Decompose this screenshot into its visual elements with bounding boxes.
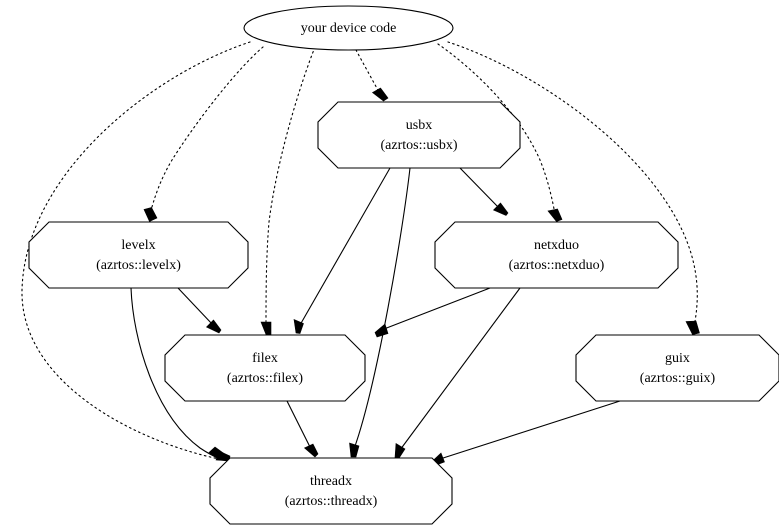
node-your-device-code[interactable]: your device code <box>243 5 454 51</box>
node-label-threadx-line1: threadx <box>310 474 352 489</box>
edge-device-to-levelx <box>143 46 264 222</box>
node-shape-octagon <box>209 457 453 525</box>
node-shape-octagon <box>575 334 779 402</box>
node-label-filex-line2: (azrtos::filex) <box>227 371 304 386</box>
edge-layer <box>21 41 700 466</box>
edge-netxduo-to-threadx <box>394 287 521 460</box>
edge-device-to-filex <box>260 46 316 335</box>
node-label-usbx-line1: usbx <box>406 118 432 133</box>
edge-device-to-usbx <box>355 49 389 102</box>
node-shape-ellipse <box>243 5 454 51</box>
node-netxduo[interactable]: netxduo (azrtos::netxduo) <box>434 221 679 289</box>
node-label-guix-line1: guix <box>665 351 690 366</box>
node-threadx[interactable]: threadx (azrtos::threadx) <box>209 457 453 525</box>
node-layer: your device code usbx (azrtos::usbx) lev… <box>28 5 779 525</box>
edge-filex-to-threadx <box>286 400 319 458</box>
node-label-netxduo-line2: (azrtos::netxduo) <box>509 258 605 273</box>
node-shape-octagon <box>164 334 366 402</box>
node-label-guix-line2: (azrtos::guix) <box>640 371 716 386</box>
node-label-device-line1: your device code <box>301 21 397 36</box>
edge-levelx-to-threadx <box>130 287 231 462</box>
edge-netxduo-to-filex <box>374 287 491 338</box>
edge-usbx-to-threadx <box>349 167 411 458</box>
node-label-netxduo-line1: netxduo <box>534 238 579 253</box>
node-filex[interactable]: filex (azrtos::filex) <box>164 334 366 402</box>
edge-device-to-netxduo <box>437 43 563 222</box>
edge-guix-to-threadx <box>431 400 621 466</box>
node-label-usbx-line2: (azrtos::usbx) <box>381 138 458 153</box>
node-levelx[interactable]: levelx (azrtos::levelx) <box>28 221 249 289</box>
node-usbx[interactable]: usbx (azrtos::usbx) <box>317 101 521 169</box>
edge-usbx-to-filex <box>293 167 391 334</box>
edge-levelx-to-filex <box>177 287 222 334</box>
edge-device-to-guix <box>447 41 700 335</box>
node-label-levelx-line2: (azrtos::levelx) <box>96 258 181 273</box>
node-shape-octagon <box>434 221 679 289</box>
node-shape-octagon <box>28 221 249 289</box>
node-label-levelx-line1: levelx <box>121 238 155 253</box>
node-shape-octagon <box>317 101 521 169</box>
node-label-filex-line1: filex <box>252 351 278 366</box>
node-guix[interactable]: guix (azrtos::guix) <box>575 334 779 402</box>
edge-usbx-to-netxduo <box>459 167 509 216</box>
node-label-threadx-line2: (azrtos::threadx) <box>285 494 378 509</box>
